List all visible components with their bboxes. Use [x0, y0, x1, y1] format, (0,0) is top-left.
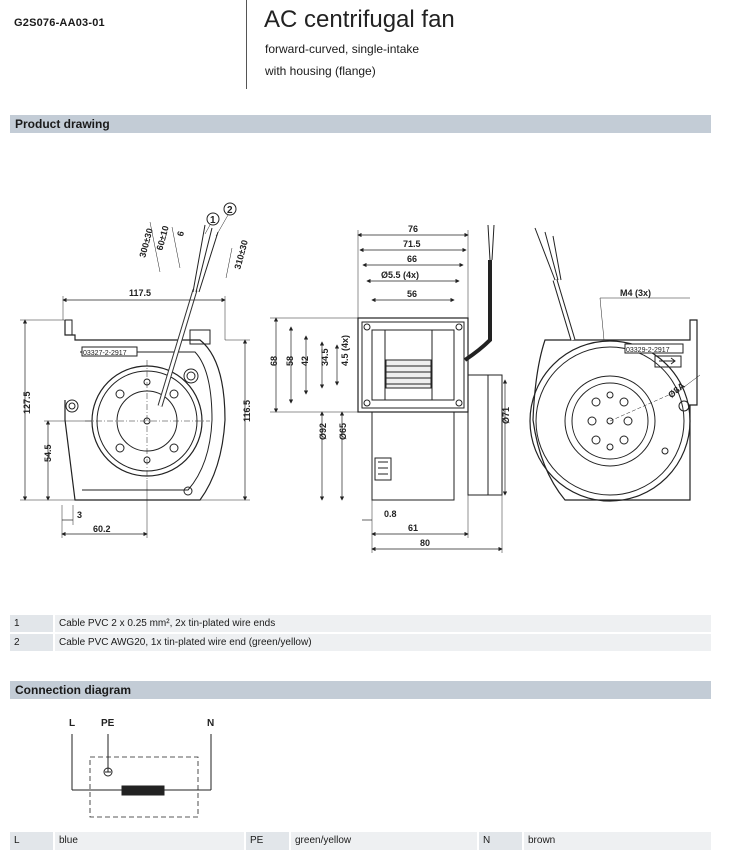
dim-cable-300: 300±30 [137, 227, 154, 259]
terminal-n: N [207, 718, 214, 729]
dim-4-5: 4.5 (4x) [340, 335, 350, 366]
dim-offset-3: 3 [77, 510, 82, 520]
connection-diagram: L PE N [69, 718, 214, 818]
dim-m4: M4 (3x) [620, 288, 651, 298]
dim-66: 66 [407, 254, 417, 264]
right-view [529, 227, 701, 502]
callout-1: 1 [210, 215, 216, 226]
legend-key-pe: PE [246, 832, 289, 850]
dim-height-54-5: 54.5 [43, 444, 53, 462]
legend-key-l: L [10, 832, 53, 850]
dim-dia-8a: Ø8A [666, 380, 687, 400]
subtitle-line-2: with housing (flange) [265, 64, 376, 78]
header-divider [246, 0, 247, 89]
legend-key-n: N [479, 832, 522, 850]
model-number: G2S076-AA03-01 [14, 17, 105, 29]
dim-dia-65: Ø65 [338, 423, 348, 440]
part-label-right: 03329-2-2917 [626, 347, 670, 354]
note-number: 2 [10, 634, 53, 651]
page-title: AC centrifugal fan [264, 6, 455, 33]
part-label-left: 03327-2-2917 [83, 350, 127, 357]
terminal-pe: PE [101, 718, 115, 729]
subtitle-line-1: forward-curved, single-intake [265, 42, 420, 56]
product-drawing: 300±30 60±10 6 310±30 117.5 127.5 54.5 1… [20, 202, 701, 553]
dim-0-8: 0.8 [384, 509, 397, 519]
dim-height-116-5: 116.5 [242, 400, 252, 422]
note-text: Cable PVC AWG20, 1x tin-plated wire end … [55, 634, 711, 651]
dim-cable-310: 310±30 [232, 239, 249, 271]
section-header-product-drawing: Product drawing [10, 115, 711, 133]
dim-68: 68 [269, 356, 279, 366]
legend-value-l: blue [55, 832, 244, 850]
dim-34-5: 34.5 [320, 348, 330, 366]
terminal-l: L [69, 718, 75, 729]
dim-58: 58 [285, 356, 295, 366]
dim-width-117-5: 117.5 [129, 288, 151, 298]
dim-56: 56 [407, 289, 417, 299]
dim-42: 42 [300, 356, 310, 366]
legend-value-n: brown [524, 832, 711, 850]
dim-cable-6: 6 [175, 230, 186, 237]
note-number: 1 [10, 615, 53, 632]
dim-height-127-5: 127.5 [22, 391, 32, 414]
note-text: Cable PVC 2 x 0.25 mm², 2x tin-plated wi… [55, 615, 711, 632]
dim-cable-60: 60±10 [155, 225, 171, 252]
dim-61: 61 [408, 523, 418, 533]
note-row-1: 1 Cable PVC 2 x 0.25 mm², 2x tin-plated … [10, 615, 711, 632]
middle-view [270, 224, 508, 553]
callout-2: 2 [227, 205, 233, 216]
note-row-2: 2 Cable PVC AWG20, 1x tin-plated wire en… [10, 634, 711, 651]
dim-dia-71: Ø71 [501, 407, 511, 424]
dim-76: 76 [408, 224, 418, 234]
dim-80: 80 [420, 538, 430, 548]
dim-71-5: 71.5 [403, 239, 421, 249]
dim-dia-92: Ø92 [318, 423, 328, 440]
dim-offset-60-2: 60.2 [93, 524, 111, 534]
left-view [20, 202, 250, 538]
section-header-connection-diagram: Connection diagram [10, 681, 711, 699]
legend-value-pe: green/yellow [291, 832, 477, 850]
dim-hole-5-5: Ø5.5 (4x) [381, 270, 419, 280]
